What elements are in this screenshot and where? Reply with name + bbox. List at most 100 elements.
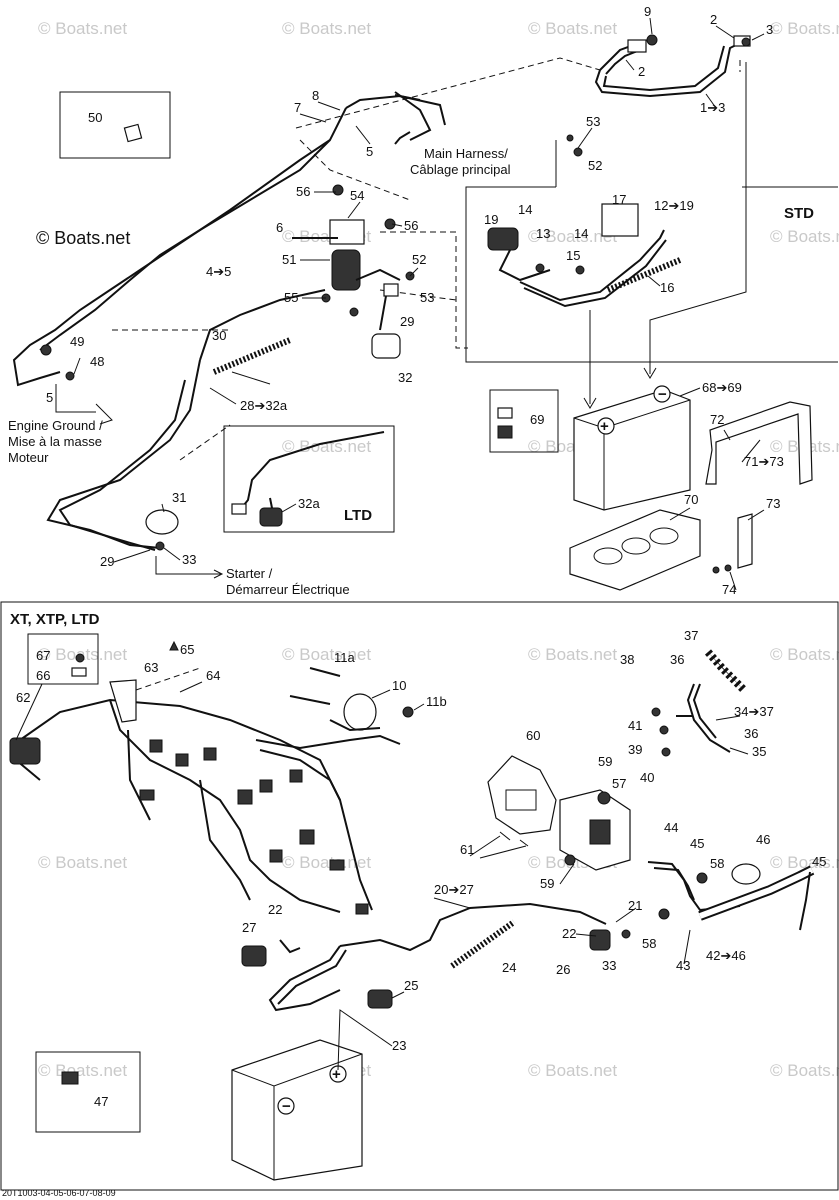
section-label-ltd: LTD [344, 507, 372, 524]
part-label: 10 [392, 678, 406, 693]
part-label: 17 [612, 192, 626, 207]
watermark: © Boats.net [770, 1061, 839, 1080]
part-label: 56 [296, 184, 310, 199]
watermark: © Boats.net [528, 645, 617, 664]
part-label: 11b [426, 694, 447, 709]
part-label: 30 [212, 328, 226, 343]
part-label: 16 [660, 280, 674, 295]
part-label: 41 [628, 718, 642, 733]
solenoid-part-10 [255, 667, 414, 750]
cable-20-27 [241, 902, 631, 1012]
battery-xt: − + [231, 1039, 363, 1181]
part-label: 24 [502, 960, 516, 975]
watermark: © Boats.net [282, 19, 371, 38]
part-label: 53 [420, 290, 434, 305]
connector-part-62 [9, 737, 41, 765]
part-label: 51 [282, 252, 296, 267]
main-harness-cable [12, 91, 446, 551]
watermark: © Boats.net [282, 645, 371, 664]
leader-lines [15, 17, 765, 1071]
part-label: 63 [144, 660, 158, 675]
part-label: 61 [460, 842, 474, 857]
part-label: 32a [298, 496, 320, 511]
part-label: 36 [744, 726, 758, 741]
part-label: 29 [400, 314, 414, 329]
part-label: 1➔3 [700, 100, 725, 115]
part-label: 36 [670, 652, 684, 667]
part-label: 9 [644, 4, 651, 19]
part-label: 45 [690, 836, 704, 851]
section-label-std: STD [784, 205, 814, 222]
cable-42-46 [647, 861, 815, 931]
part-label: 72 [710, 412, 724, 427]
cable-34-37 [651, 649, 747, 757]
part-label: 65 [180, 642, 194, 657]
boot-part-46 [731, 863, 761, 885]
part-label: 70 [684, 492, 698, 507]
watermark: © Boats.net [38, 19, 127, 38]
part-label: 43 [676, 958, 690, 973]
terminal-lug [627, 39, 647, 53]
part-label: 59 [540, 876, 554, 891]
callout-engine-ground-fr: Mise à la masse [8, 434, 102, 449]
watermark: © Boats.net [770, 645, 839, 664]
part-label: 39 [628, 742, 642, 757]
boot-part-27 [241, 945, 267, 967]
boot-part-19 [487, 227, 519, 251]
watermark-layer: © Boats.net © Boats.net © Boats.net © Bo… [36, 19, 839, 1080]
part-label: 2 [710, 12, 717, 27]
part-label: 52 [588, 158, 602, 173]
part-label: 19 [484, 212, 498, 227]
boot-part-32 [371, 333, 401, 359]
part-label: 14 [574, 226, 588, 241]
box-parts-66-67 [27, 633, 99, 685]
part-label: 58 [642, 936, 656, 951]
callout-main-harness-fr: Câblage principal [410, 162, 511, 177]
part-label: 58 [710, 856, 724, 871]
part-label: 50 [88, 110, 102, 125]
nut [741, 37, 751, 47]
part-label: 3 [766, 22, 773, 37]
callout-starter: Starter / [226, 566, 273, 581]
box-ltd [223, 425, 395, 533]
part-label: 46 [756, 832, 770, 847]
ltd-insert-cable [231, 431, 385, 527]
part-label: 73 [766, 496, 780, 511]
sleeve-part-30 [212, 337, 292, 375]
part-label: 22 [268, 902, 282, 917]
boot-part-32a [259, 507, 283, 527]
bracket-part-60 [487, 755, 557, 835]
frame-xt-xtp-ltd [0, 601, 839, 1191]
part-label: 57 [612, 776, 626, 791]
negative-terminal: − [282, 1098, 291, 1115]
boot-part-31 [145, 509, 179, 535]
part-label: 42➔46 [706, 948, 746, 963]
part-label: 34➔37 [734, 704, 774, 719]
box-part-69 [489, 389, 559, 453]
part-label: 37 [684, 628, 698, 643]
part-label: 59 [598, 754, 612, 769]
part-label: 28➔32a [240, 398, 288, 413]
part-label: 64 [206, 668, 220, 683]
part-label: 20➔27 [434, 882, 474, 897]
negative-terminal: − [658, 386, 667, 403]
part-label: 15 [566, 248, 580, 263]
watermark: © Boats.net [38, 1061, 127, 1080]
part-label: 45 [812, 854, 826, 869]
part-label: 68➔69 [702, 380, 742, 395]
part-label: 5 [46, 390, 53, 405]
section-label-xt-xtp-ltd: XT, XTP, LTD [10, 611, 100, 628]
part-label: 6 [276, 220, 283, 235]
part-label: 21 [628, 898, 642, 913]
part-label: 26 [556, 962, 570, 977]
part-label: 62 [16, 690, 30, 705]
watermark: © Boats.net [770, 853, 839, 872]
watermark: © Boats.net [528, 1061, 617, 1080]
battery-tray [569, 509, 701, 591]
module-part-57 [559, 789, 631, 871]
frame-std [465, 186, 838, 363]
watermark: © Boats.net [770, 227, 839, 246]
watermark: © Boats.net [38, 853, 127, 872]
watermark: © Boats.net [528, 227, 617, 246]
part-label: 33 [602, 958, 616, 973]
